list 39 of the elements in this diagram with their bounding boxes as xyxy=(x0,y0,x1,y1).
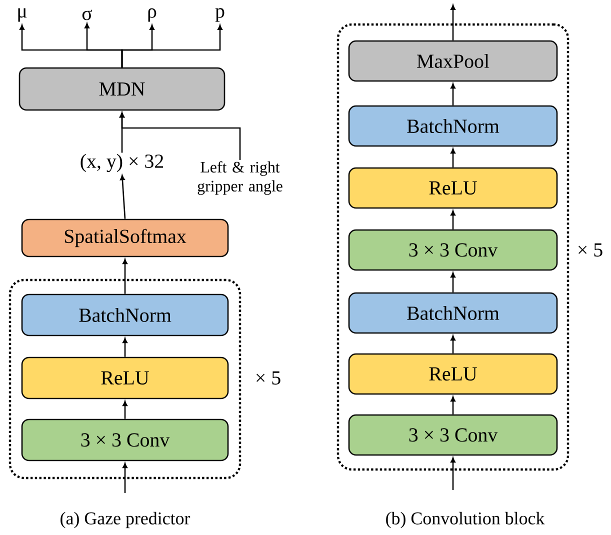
caption: (b) Convolution block xyxy=(386,512,545,528)
arrow xyxy=(450,396,456,414)
output-symbol: μ xyxy=(18,8,27,22)
output-symbol: p xyxy=(215,8,224,22)
arrow xyxy=(450,335,456,354)
arrow xyxy=(122,338,128,357)
repeat-count: × 5 xyxy=(578,243,602,257)
process-box: BatchNorm xyxy=(348,292,558,334)
process-box: SpatialSoftmax xyxy=(21,218,229,258)
repeat-count: × 5 xyxy=(256,371,280,385)
input-label: (x, y) × 32 xyxy=(80,154,164,172)
process-box: 3 × 3 Conv xyxy=(21,418,229,462)
arrow xyxy=(450,4,456,40)
arrow xyxy=(120,112,241,160)
output-symbol: σ xyxy=(82,10,92,20)
arrow xyxy=(450,272,456,292)
arrow xyxy=(450,148,456,168)
repeat-block-frame xyxy=(8,278,242,480)
arrow xyxy=(122,462,128,493)
process-box: MDN xyxy=(18,67,226,111)
process-box: ReLU xyxy=(348,167,558,209)
process-box: 3 × 3 Conv xyxy=(348,414,558,456)
arrow xyxy=(450,457,456,490)
arrow xyxy=(122,258,128,294)
process-box: ReLU xyxy=(21,356,229,400)
repeat-block-frame xyxy=(336,23,570,471)
process-box: BatchNorm xyxy=(348,105,558,147)
input-label: Left & right gripper angle xyxy=(198,161,282,195)
arrow xyxy=(120,174,126,219)
process-box: MaxPool xyxy=(348,40,558,82)
process-box: BatchNorm xyxy=(21,294,229,336)
caption: (a) Gaze predictor xyxy=(60,512,190,528)
process-box: ReLU xyxy=(348,353,558,395)
output-symbol: ρ xyxy=(148,8,156,22)
arrow xyxy=(450,210,456,230)
process-box: 3 × 3 Conv xyxy=(348,229,558,271)
arrow xyxy=(121,24,222,68)
arrow xyxy=(450,83,456,106)
arrow xyxy=(122,400,128,419)
